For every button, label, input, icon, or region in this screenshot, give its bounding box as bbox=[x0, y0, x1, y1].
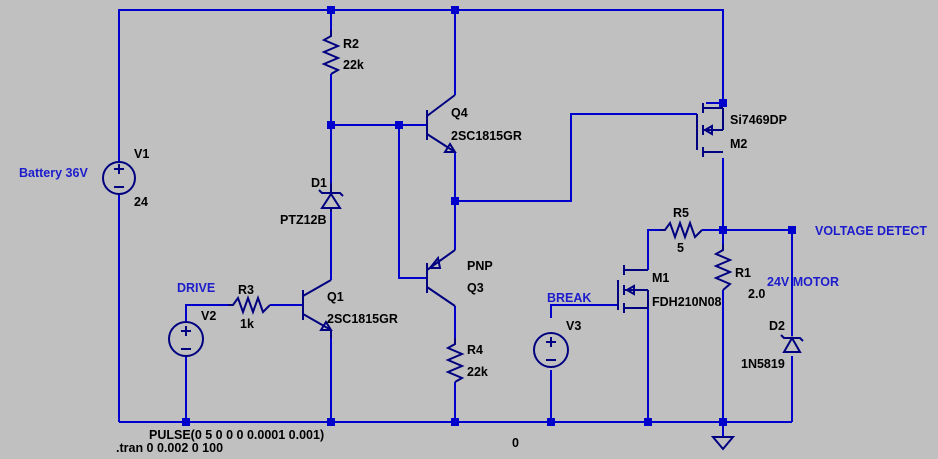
D1-value: PTZ12B bbox=[280, 213, 327, 227]
R5-value: 5 bbox=[677, 241, 684, 255]
net-label-ground: 0 bbox=[512, 436, 519, 450]
R3-name: R3 bbox=[238, 283, 254, 297]
R2-name: R2 bbox=[343, 37, 359, 51]
source-V1[interactable]: V1 24 bbox=[102, 147, 149, 209]
Q4-value: 2SC1815GR bbox=[451, 129, 522, 143]
Q1-value: 2SC1815GR bbox=[327, 312, 398, 326]
M1-value: FDH210N08 bbox=[652, 295, 722, 309]
resistor-R4[interactable]: R4 22k bbox=[445, 338, 488, 383]
Q4-name: Q4 bbox=[451, 106, 468, 120]
resistor-R3[interactable]: R3 1k bbox=[228, 283, 271, 331]
net-label-motor: 24V MOTOR bbox=[767, 275, 839, 289]
ground-icon bbox=[710, 436, 736, 451]
D2-name: D2 bbox=[769, 319, 785, 333]
source-V2[interactable]: V2 bbox=[168, 309, 216, 357]
tran-directive[interactable]: .tran 0 0.002 0 100 bbox=[116, 441, 223, 455]
R5-name: R5 bbox=[673, 206, 689, 220]
V2-name: V2 bbox=[201, 309, 216, 323]
net-flag-marker bbox=[788, 226, 796, 234]
net-label-drive: DRIVE bbox=[177, 281, 215, 295]
mosfet-M1[interactable]: M1 FDH210N08 bbox=[617, 265, 722, 313]
resistor-R1[interactable]: R1 2.0 bbox=[713, 244, 765, 301]
source-V3[interactable]: V3 bbox=[533, 319, 581, 368]
R1-value: 2.0 bbox=[748, 287, 765, 301]
D2-value: 1N5819 bbox=[741, 357, 785, 371]
M1-name: M1 bbox=[652, 271, 669, 285]
R3-value: 1k bbox=[240, 317, 254, 331]
net-label-voltage-detect: VOLTAGE DETECT bbox=[815, 224, 927, 238]
R4-name: R4 bbox=[467, 343, 483, 357]
V3-name: V3 bbox=[566, 319, 581, 333]
transistor-Q4[interactable]: Q4 2SC1815GR bbox=[426, 94, 522, 153]
V1-name: V1 bbox=[134, 147, 149, 161]
diode-D2[interactable]: D2 1N5819 bbox=[741, 319, 804, 371]
diode-D1[interactable]: D1 PTZ12B bbox=[280, 176, 344, 227]
resistor-R2[interactable]: R2 22k bbox=[321, 30, 364, 75]
Q3-name: Q3 bbox=[467, 281, 484, 295]
transistor-Q3[interactable]: PNP Q3 bbox=[426, 249, 493, 307]
resistor-R5[interactable]: R5 5 bbox=[660, 206, 703, 255]
junctions bbox=[182, 6, 796, 426]
D1-name: D1 bbox=[311, 176, 327, 190]
pulse-directive[interactable]: PULSE(0 5 0 0 0 0.0001 0.001) bbox=[149, 428, 324, 442]
M2-value: Si7469DP bbox=[730, 113, 787, 127]
Q3-value: PNP bbox=[467, 259, 493, 273]
Q1-name: Q1 bbox=[327, 290, 344, 304]
R4-value: 22k bbox=[467, 365, 488, 379]
V1-value: 24 bbox=[134, 195, 148, 209]
net-label-break: BREAK bbox=[547, 291, 591, 305]
net-label-battery: Battery 36V bbox=[19, 166, 88, 180]
mosfet-M2[interactable]: Si7469DP M2 bbox=[696, 103, 787, 157]
R2-value: 22k bbox=[343, 58, 364, 72]
transistor-Q1[interactable]: Q1 2SC1815GR bbox=[302, 279, 398, 338]
R1-name: R1 bbox=[735, 266, 751, 280]
M2-name: M2 bbox=[730, 137, 747, 151]
